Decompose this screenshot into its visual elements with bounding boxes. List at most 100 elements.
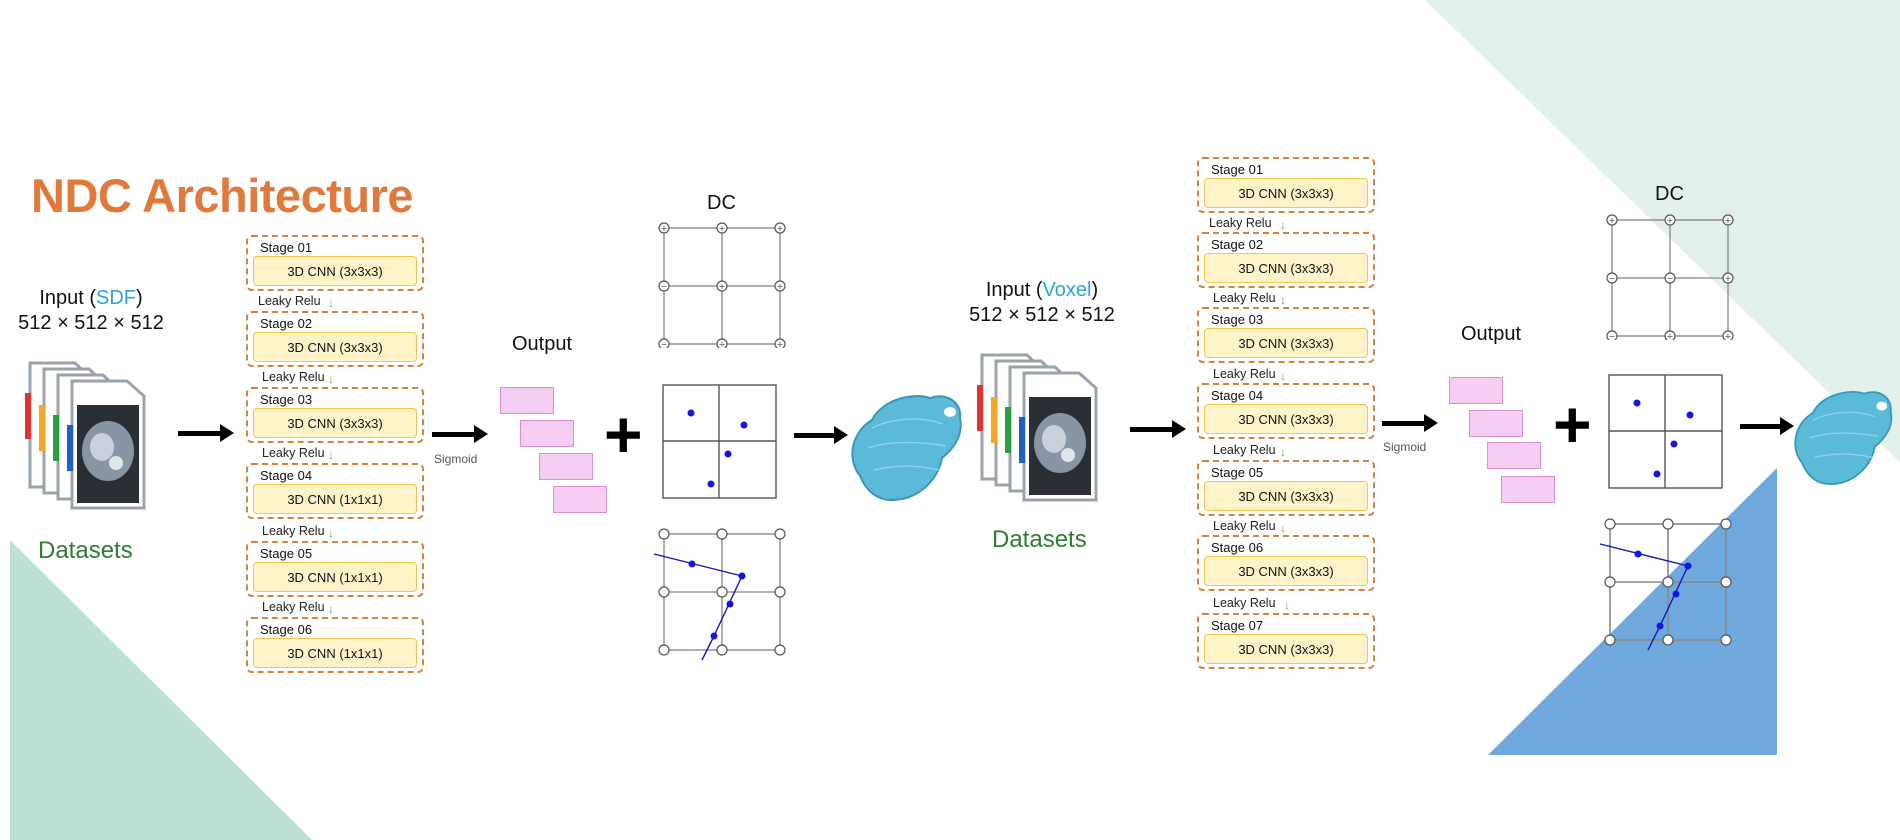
cnn-block: 3D CNN (3x3x3): [1204, 253, 1368, 283]
ct-slice-stack: [25, 361, 146, 510]
svg-text:−: −: [1609, 274, 1616, 283]
stage-label: Stage 02: [260, 316, 313, 331]
dc-mesh-diagram: [653, 528, 786, 661]
dc-points-diagram: [662, 384, 777, 499]
svg-text:+: +: [1725, 274, 1732, 283]
arrow-dc-to-mesh-right: [1740, 417, 1794, 435]
down-arrow-icon: ↓: [328, 448, 334, 462]
leaky-relu-label: Leaky Relu: [1213, 596, 1276, 610]
leaky-relu-label: Leaky Relu: [262, 524, 325, 538]
down-arrow-icon: ↓: [1280, 218, 1286, 232]
down-arrow-icon: ↓: [328, 526, 334, 540]
stage-box: Stage 01 3D CNN (3x3x3): [246, 235, 424, 291]
svg-text:−: −: [1667, 274, 1674, 283]
input-suffix: ): [1091, 279, 1099, 301]
output-box: [1469, 410, 1523, 437]
cnn-block: 3D CNN (3x3x3): [253, 256, 417, 286]
input-size-right: 512 × 512 × 512: [969, 304, 1115, 326]
input-prefix: Input (: [39, 287, 97, 309]
down-arrow-icon: ↓: [1284, 598, 1290, 612]
output-box: [520, 420, 574, 447]
stage-box: Stage 06 3D CNN (1x1x1): [246, 617, 424, 673]
bg-blue-bottom-right: [1488, 468, 1777, 755]
dc-grid-diagram: +++ −−+ −++: [1606, 214, 1734, 340]
cnn-block: 3D CNN (3x3x3): [1204, 481, 1368, 511]
svg-text:+: +: [1725, 332, 1732, 340]
output-box: [539, 453, 593, 480]
stage-box: Stage 01 3D CNN (3x3x3): [1197, 157, 1375, 213]
stage-label: Stage 03: [1211, 312, 1264, 327]
svg-text:+: +: [1667, 332, 1674, 340]
ct-slice-stack: [977, 353, 1098, 502]
stage-label: Stage 01: [260, 240, 313, 255]
stage-box: Stage 03 3D CNN (3x3x3): [246, 387, 424, 443]
stage-label: Stage 03: [260, 392, 313, 407]
cnn-block: 3D CNN (3x3x3): [1204, 634, 1368, 664]
input-label-right: Input (Voxel): [960, 279, 1124, 302]
leaky-relu-label: Leaky Relu: [1213, 519, 1276, 533]
down-arrow-icon: ↓: [1280, 521, 1286, 535]
dc-points-diagram: [1608, 374, 1723, 489]
stage-box: Stage 04 3D CNN (1x1x1): [246, 463, 424, 519]
stage-label: Stage 04: [1211, 388, 1264, 403]
cnn-block: 3D CNN (3x3x3): [1204, 556, 1368, 586]
sigmoid-label-right: Sigmoid: [1383, 440, 1427, 454]
stage-box: Stage 07 3D CNN (3x3x3): [1197, 613, 1375, 669]
heart-mesh-icon: [851, 395, 962, 502]
cnn-block: 3D CNN (3x3x3): [1204, 178, 1368, 208]
leaky-relu-label: Leaky Relu: [1213, 367, 1276, 381]
output-label-right: Output: [1461, 323, 1522, 345]
stage-label: Stage 06: [1211, 540, 1264, 555]
stage-box: Stage 03 3D CNN (3x3x3): [1197, 307, 1375, 363]
svg-text:+: +: [719, 224, 726, 233]
page-title: NDC Architecture: [31, 169, 414, 222]
output-box: [1501, 476, 1555, 503]
leaky-relu-label: Leaky Relu: [262, 600, 325, 614]
dataset-stack-icon: [25, 361, 146, 510]
stage-box: Stage 04 3D CNN (3x3x3): [1197, 383, 1375, 439]
datasets-label-left: Datasets: [38, 537, 133, 564]
dc-mesh-diagram: [1599, 518, 1732, 651]
down-arrow-icon: ↓: [1280, 293, 1286, 307]
down-arrow-icon: ↓: [1280, 445, 1286, 459]
bg-mint-top-right: [1425, 0, 1900, 462]
stage-box: Stage 05 3D CNN (1x1x1): [246, 541, 424, 597]
stage-box: Stage 05 3D CNN (3x3x3): [1197, 460, 1375, 516]
output-box: [1487, 442, 1541, 469]
svg-text:+: +: [777, 282, 784, 291]
stage-label: Stage 01: [1211, 162, 1264, 177]
heart-mesh-icon: [1794, 391, 1893, 486]
leaky-relu-label: Leaky Relu: [1209, 216, 1272, 230]
svg-text:−: −: [661, 340, 668, 348]
svg-text:+: +: [719, 282, 726, 291]
arrow-input-to-stages-left: [178, 424, 234, 442]
dc-label-left: DC: [707, 192, 736, 214]
arrow-dc-to-mesh-left: [794, 426, 848, 444]
stage-label: Stage 05: [1211, 465, 1264, 480]
cnn-block: 3D CNN (3x3x3): [253, 408, 417, 438]
input-suffix: ): [136, 287, 143, 309]
svg-text:−: −: [1609, 332, 1616, 340]
input-type-voxel: Voxel: [1042, 279, 1092, 301]
arrow-stages-to-output-left: [432, 425, 488, 443]
down-arrow-icon: ↓: [328, 296, 334, 310]
cnn-block: 3D CNN (1x1x1): [253, 484, 417, 514]
sigmoid-label-left: Sigmoid: [434, 452, 478, 466]
plus-icon: +: [604, 397, 643, 471]
svg-text:−: −: [661, 282, 668, 291]
stage-label: Stage 05: [260, 546, 313, 561]
output-box: [553, 486, 607, 513]
cnn-block: 3D CNN (3x3x3): [253, 332, 417, 362]
svg-text:+: +: [661, 224, 668, 233]
cnn-block: 3D CNN (1x1x1): [253, 562, 417, 592]
dataset-stack-icon: [977, 353, 1098, 502]
stage-label: Stage 07: [1211, 618, 1264, 633]
svg-text:+: +: [719, 340, 726, 348]
input-label-left: Input (SDF): [12, 287, 170, 310]
datasets-label-right: Datasets: [992, 526, 1087, 553]
output-label-left: Output: [512, 333, 573, 355]
svg-text:+: +: [1667, 216, 1674, 225]
input-prefix: Input (: [985, 279, 1043, 301]
leaky-relu-label: Leaky Relu: [258, 294, 321, 308]
output-box: [500, 387, 554, 414]
